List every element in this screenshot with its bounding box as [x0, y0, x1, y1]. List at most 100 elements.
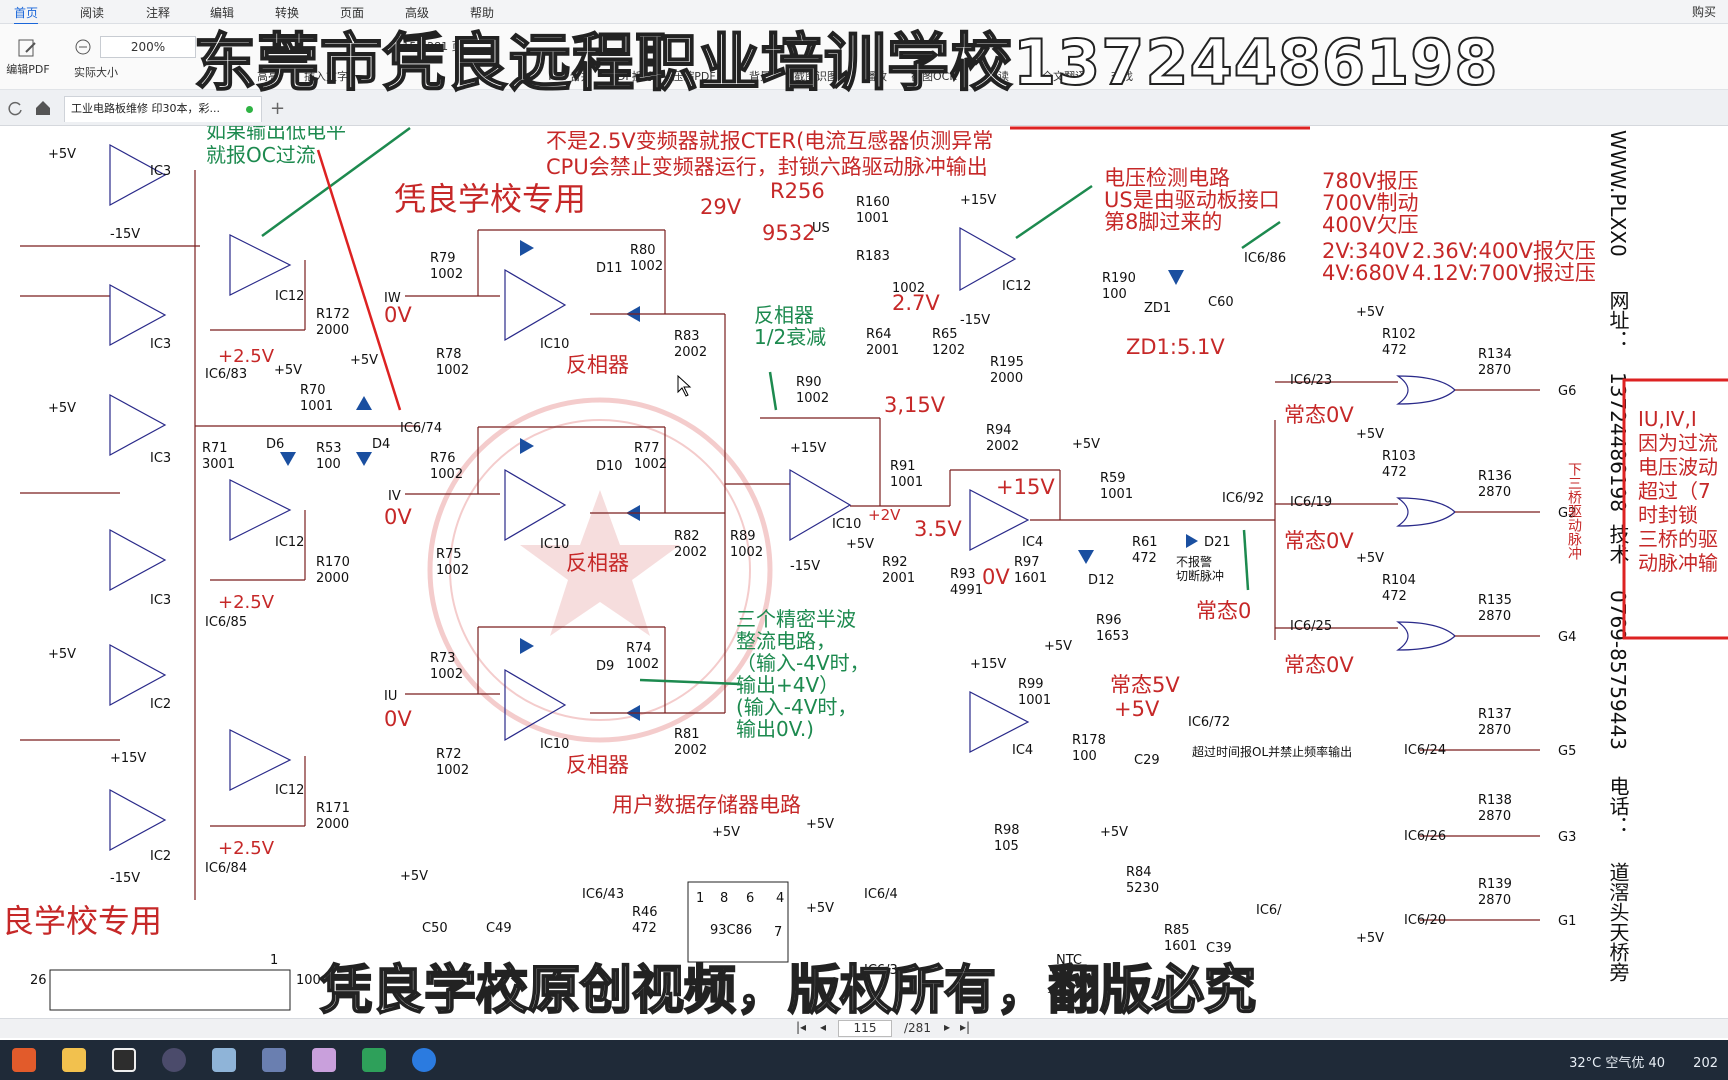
93c86-label: 93C86	[710, 923, 752, 938]
menu-tab-page[interactable]: 页面	[340, 6, 365, 20]
photo-app-icon[interactable]	[212, 1048, 236, 1072]
pdf-split-button[interactable]: PDF拆分	[610, 70, 654, 83]
browser-icon[interactable]	[412, 1048, 436, 1072]
svg-text:3001: 3001	[202, 457, 235, 472]
document-tab[interactable]: 工业电路板维修 印30本，彩...	[64, 96, 262, 122]
svg-text:2000: 2000	[316, 817, 349, 832]
ic2-label-1: IC2	[150, 697, 171, 712]
compress-pdf-button[interactable]: 压缩PDF	[672, 70, 716, 83]
purchase-link[interactable]: 购买	[1691, 5, 1716, 19]
phone-number: 0769-85759443	[1606, 590, 1630, 750]
r70-label: R70	[300, 383, 326, 398]
p5v-label-3: +5V	[48, 647, 76, 662]
voltage-detect-note-2: US是由驱动板接口	[1104, 188, 1280, 212]
r97-label: R97	[1014, 555, 1040, 570]
prev-page-icon[interactable]: ◂	[820, 1020, 827, 1034]
screenshot-ocr-button[interactable]: 截图OCR	[911, 70, 957, 83]
r79-label: R79	[430, 251, 456, 266]
m15v-label-2: -15V	[110, 871, 140, 886]
p5v-label-13: +5V	[1356, 931, 1384, 946]
zoom-out-icon[interactable]	[74, 38, 92, 56]
pdf-merge-button[interactable]: PDF合并	[548, 70, 592, 83]
logic-gates	[1396, 375, 1456, 651]
svg-text:472: 472	[1382, 589, 1407, 604]
video-copyright-overlay: 凭良学校原创视频，版权所有，翻版必究	[319, 960, 1257, 1022]
menu-tab-convert[interactable]: 转换	[275, 6, 300, 20]
menu-tab-edit[interactable]: 编辑	[210, 6, 235, 20]
highlight-button[interactable]: 高亮	[257, 70, 279, 83]
read-aloud-button[interactable]: 朗读	[987, 70, 1009, 83]
p5v-label-4: +5V	[274, 363, 302, 378]
pdf-page-canvas[interactable]: IC3 IC12 IC3 IC3 IC12 IC3 IC2 IC12 IC2 +…	[0, 126, 1728, 1018]
d21-label: D21	[1204, 535, 1231, 550]
translate-button[interactable]: 全文翻译	[1042, 70, 1086, 83]
svg-text:2870: 2870	[1478, 809, 1511, 824]
app-icon-6[interactable]	[262, 1048, 286, 1072]
ic2-label-2: IC2	[150, 849, 171, 864]
780v-note: 780V报压	[1322, 169, 1418, 193]
r46-label: R46	[632, 905, 658, 920]
menu-tab-read[interactable]: 阅读	[80, 6, 105, 20]
ic12-label-2: IC12	[275, 535, 304, 550]
edit-pdf-icon	[18, 39, 36, 57]
r99-label: R99	[1018, 677, 1044, 692]
new-tab-icon[interactable]: +	[270, 98, 286, 119]
insert-text-button[interactable]: 插入文字	[304, 70, 348, 83]
ic6-72-label: IC6/72	[1188, 715, 1230, 730]
background-button[interactable]: 背景	[749, 70, 771, 83]
menu-tab-advanced[interactable]: 高级	[405, 6, 430, 20]
actual-size-button[interactable]: 实际大小	[74, 66, 118, 79]
clock[interactable]: 202	[1693, 1056, 1718, 1071]
tech-phone: 13724486198	[1606, 372, 1630, 512]
svg-text:100: 100	[316, 457, 341, 472]
r65-label: R65	[932, 327, 958, 342]
ic12-label-1: IC12	[275, 289, 304, 304]
m15v-label-4: -15V	[960, 313, 990, 328]
svg-text:5230: 5230	[1126, 881, 1159, 896]
page-number-input[interactable]: 115	[838, 1020, 892, 1037]
c49-label: C49	[486, 921, 512, 936]
ic10-label-1: IC10	[540, 337, 569, 352]
paint-app-icon[interactable]	[312, 1048, 336, 1072]
menu-bar: 首页 阅读 注释 编辑 转换 页面 高级 帮助 购买	[0, 0, 1728, 25]
g6-label: G6	[1558, 384, 1576, 399]
find-button[interactable]: 查找	[1111, 70, 1133, 83]
screenshot-button[interactable]: 截图识图	[794, 70, 838, 83]
last-page-icon[interactable]: ▸|	[960, 1020, 971, 1034]
svg-text:1002: 1002	[436, 563, 469, 578]
p5v-label-11: +5V	[1356, 427, 1384, 442]
0v-note-iw: 0V	[384, 303, 412, 327]
svg-text:1002: 1002	[436, 763, 469, 778]
circuit-schematic: IC3 IC12 IC3 IC3 IC12 IC3 IC2 IC12 IC2 +…	[2, 126, 1728, 1011]
r71-label: R71	[202, 441, 228, 456]
zoom-select[interactable]: 200%	[100, 36, 196, 58]
right-note-line-3: 电压波动	[1638, 455, 1718, 479]
home-icon[interactable]	[34, 99, 52, 117]
voltage-2-5v-1: +2.5V	[218, 346, 275, 367]
r94-label: R94	[986, 423, 1012, 438]
svg-text:2000: 2000	[316, 571, 349, 586]
app-icon-3[interactable]	[112, 1048, 136, 1072]
first-page-icon[interactable]: |◂	[796, 1020, 807, 1034]
menu-tab-home[interactable]: 首页	[14, 4, 39, 25]
play-button[interactable]: 播放	[865, 70, 887, 83]
menu-tab-annotate[interactable]: 注释	[146, 6, 171, 20]
weather-status[interactable]: 32°C 空气优 40	[1569, 1056, 1666, 1071]
refresh-icon[interactable]	[8, 100, 24, 116]
ic3-label-2: IC3	[150, 337, 171, 352]
r61-label: R61	[1132, 535, 1158, 550]
edit-pdf-button[interactable]: 编辑PDF	[6, 38, 50, 77]
svg-text:7: 7	[774, 925, 782, 940]
file-explorer-icon[interactable]	[62, 1048, 86, 1072]
r74-label: R74	[626, 641, 652, 656]
phone-label: 电话：	[1606, 776, 1630, 836]
next-page-icon[interactable]: ▸	[944, 1020, 951, 1034]
pdf-app-icon[interactable]	[362, 1048, 386, 1072]
r135-label: R135	[1478, 593, 1512, 608]
ic4-label-1: IC4	[1022, 535, 1043, 550]
camera-app-icon[interactable]	[162, 1048, 186, 1072]
app-icon-1[interactable]	[12, 1048, 36, 1072]
menu-tab-help[interactable]: 帮助	[470, 6, 495, 20]
svg-text:1001: 1001	[300, 399, 333, 414]
precise-rectifier-note-1: 三个精密半波	[736, 607, 856, 631]
